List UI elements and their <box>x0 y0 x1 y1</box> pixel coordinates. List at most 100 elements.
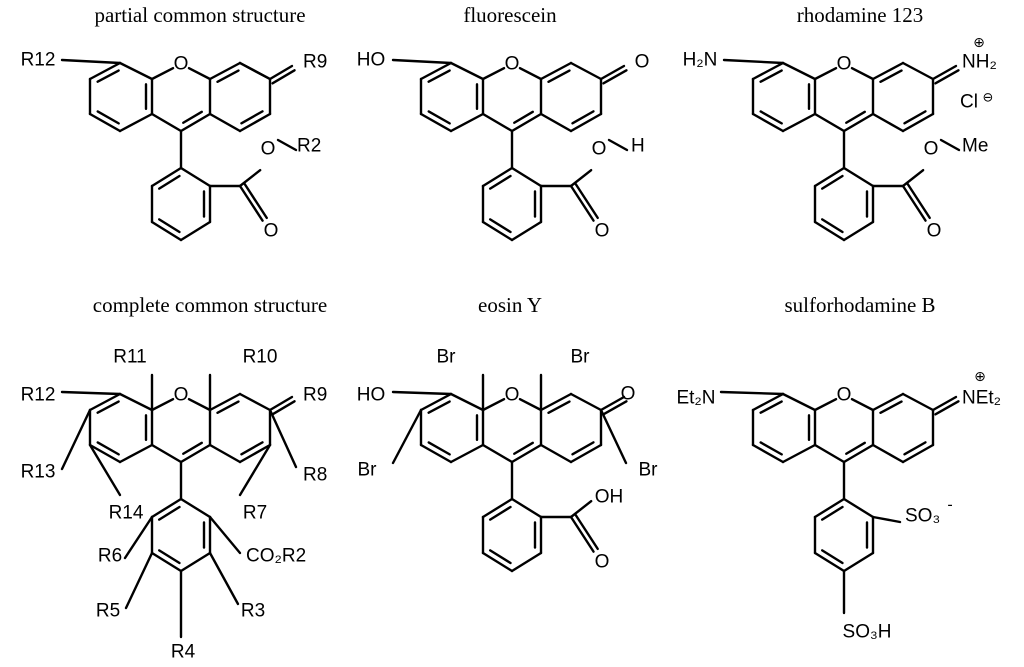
bond-line <box>901 184 927 222</box>
ring-oxygen-label: O <box>505 54 520 75</box>
bond-line <box>187 397 212 412</box>
ester-oxygen-label: O <box>261 139 276 160</box>
bond-line <box>179 551 212 573</box>
bond-line <box>751 392 785 412</box>
bond-line <box>842 112 875 133</box>
diethylamino-label: Et₂N <box>676 388 715 409</box>
methyl-label: Me <box>962 136 988 157</box>
bond-line <box>124 551 154 610</box>
bond-line <box>118 112 154 133</box>
bond-line <box>842 166 875 188</box>
bond-line <box>240 441 264 456</box>
bond-line <box>150 166 183 188</box>
bond-line <box>573 182 599 220</box>
bond-line <box>427 441 451 456</box>
bond-line <box>934 69 960 85</box>
bond-line <box>871 443 905 464</box>
carboxylate-r2-label: CO₂R2 <box>246 546 306 567</box>
bond-line <box>845 441 867 455</box>
bond-line <box>182 110 204 124</box>
bond-line <box>759 110 783 125</box>
panel-title-rhodamine123: rhodamine 123 <box>796 3 924 27</box>
bond-line <box>539 61 573 81</box>
bond-line <box>157 218 181 234</box>
r12-label: R12 <box>21 50 56 71</box>
bond-line <box>60 408 92 471</box>
bond-line <box>820 549 844 565</box>
bond-line <box>510 443 543 464</box>
bond-line <box>901 61 935 81</box>
bond-line <box>569 112 603 133</box>
ring-oxygen-label: O <box>174 54 189 75</box>
bond-line <box>905 182 931 220</box>
bromine-label: Br <box>437 347 457 368</box>
bond-line <box>513 110 535 124</box>
negative-charge-icon: ⊖ <box>983 90 994 105</box>
bond-line <box>759 69 783 83</box>
bond-line <box>510 497 543 519</box>
bond-line <box>481 220 514 242</box>
bond-line <box>871 61 905 81</box>
ring-oxygen-label: O <box>505 385 520 406</box>
bond-line <box>569 515 595 553</box>
bond-line <box>240 110 264 125</box>
bond-line <box>157 174 181 190</box>
bond-line <box>751 443 785 464</box>
bond-line <box>419 443 453 464</box>
bond-line <box>820 174 844 190</box>
bond-line <box>571 110 595 125</box>
bond-line <box>208 551 240 606</box>
bond-line <box>602 400 628 416</box>
bond-line <box>88 443 122 464</box>
bond-line <box>850 397 875 412</box>
bond-line <box>607 138 629 152</box>
bond-line <box>238 112 272 133</box>
carbonyl-oxygen-label: O <box>927 221 942 242</box>
bond-line <box>123 515 154 560</box>
bond-line <box>813 166 846 188</box>
negative-charge-icon: - <box>947 497 952 514</box>
bond-line <box>271 400 296 416</box>
bromine-label: Br <box>571 347 591 368</box>
diethyliminium-label: NEt₂ <box>962 388 1001 409</box>
bond-line <box>449 443 485 464</box>
bond-line <box>449 112 485 133</box>
bond-line <box>813 220 846 242</box>
bond-line <box>150 397 175 412</box>
r9-label: R9 <box>303 385 327 406</box>
r8-label: R8 <box>303 465 327 486</box>
sulfonate-label: SO₃ <box>905 506 940 527</box>
bond-line <box>157 505 181 521</box>
r2-label: R2 <box>297 136 321 157</box>
bond-line <box>268 395 294 412</box>
bond-line <box>488 549 512 565</box>
carbonyl-oxygen-label: O <box>595 552 610 573</box>
ring-oxygen-label: O <box>837 385 852 406</box>
bond-line <box>238 61 272 81</box>
ketone-oxygen-label: O <box>635 52 650 73</box>
bond-line <box>449 61 485 81</box>
r3-label: R3 <box>241 601 265 622</box>
bond-line <box>751 112 785 133</box>
bond-line <box>60 390 122 396</box>
bond-line <box>488 174 512 190</box>
r14-label: R14 <box>109 503 144 524</box>
bond-line <box>599 64 626 81</box>
ring-oxygen-label: O <box>837 54 852 75</box>
bond-line <box>602 69 628 85</box>
bond-line <box>510 220 543 242</box>
bond-line <box>481 166 514 188</box>
bond-line <box>208 61 242 81</box>
bond-line <box>539 112 573 133</box>
bond-line <box>820 505 844 521</box>
bond-line <box>391 390 453 396</box>
r13-label: R13 <box>21 462 56 483</box>
r9-label: R9 <box>303 52 327 73</box>
bond-line <box>871 112 905 133</box>
chloride-label: Cl <box>960 92 978 113</box>
bond-line <box>427 110 451 125</box>
